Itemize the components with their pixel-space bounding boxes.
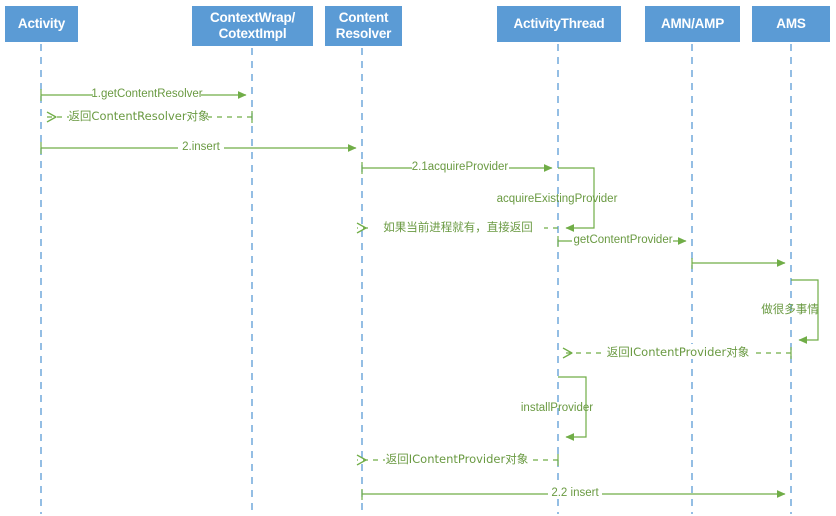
label-bg bbox=[385, 451, 530, 466]
self-loop-path bbox=[558, 167, 595, 232]
label-bg bbox=[69, 108, 208, 123]
message-label: 2.2 insert bbox=[551, 487, 599, 499]
label-bg bbox=[548, 485, 602, 499]
self-loop-path bbox=[558, 376, 587, 441]
message-label: 做很多事情 bbox=[761, 302, 819, 316]
message-label: 如果当前进程就有，直接返回 bbox=[383, 220, 533, 234]
message-do-many-things-self[interactable]: 做很多事情 bbox=[761, 279, 819, 344]
participant-contextwrap-label: ContextWrap/CotextImpl bbox=[209, 10, 296, 41]
message-acquire-provider[interactable]: 2.1acquireProvider bbox=[361, 159, 553, 174]
message-return-content-resolver[interactable]: 返回ContentResolver对象 bbox=[47, 108, 253, 123]
message-insert-2-2[interactable]: 2.2 insert bbox=[361, 485, 786, 500]
label-bg bbox=[372, 219, 544, 234]
message-label: 2.1acquireProvider bbox=[412, 161, 509, 173]
message-label: acquireExistingProvider bbox=[497, 193, 618, 205]
label-bg bbox=[572, 232, 673, 246]
label-bg bbox=[606, 344, 751, 359]
label-bg bbox=[178, 139, 224, 153]
message-amn-to-ams[interactable] bbox=[691, 258, 786, 269]
message-install-provider-self[interactable]: installProvider bbox=[521, 376, 593, 441]
label-bg bbox=[93, 86, 201, 100]
participant-amn-amp-label: AMN/AMP bbox=[660, 16, 725, 31]
participant-activity[interactable]: Activity bbox=[5, 6, 78, 42]
message-get-content-provider[interactable]: getContentProvider bbox=[557, 232, 687, 247]
participant-contextwrap[interactable]: ContextWrap/CotextImpl bbox=[192, 6, 313, 46]
message-return-icontentprovider-to-resolver[interactable]: 返回IContentProvider对象 bbox=[357, 451, 559, 466]
participant-activitythread[interactable]: ActivityThread bbox=[497, 6, 621, 42]
self-loop-path bbox=[791, 279, 819, 344]
message-return-if-in-current-process[interactable]: 如果当前进程就有，直接返回 bbox=[357, 219, 558, 234]
message-insert[interactable]: 2.insert bbox=[40, 139, 357, 154]
label-bg bbox=[412, 159, 509, 173]
participant-ams[interactable]: AMS bbox=[752, 6, 830, 42]
message-return-icontentprovider-to-thread[interactable]: 返回IContentProvider对象 bbox=[563, 344, 792, 359]
message-label: getContentProvider bbox=[573, 234, 672, 246]
message-label: installProvider bbox=[521, 402, 593, 414]
lifelines bbox=[40, 44, 792, 514]
message-label: 返回IContentProvider对象 bbox=[607, 345, 749, 359]
message-label: 2.insert bbox=[182, 141, 221, 153]
participant-activitythread-label: ActivityThread bbox=[513, 16, 605, 31]
message-get-content-resolver[interactable]: 1.getContentResolver bbox=[40, 86, 247, 101]
message-acquire-existing-provider-self[interactable]: acquireExistingProvider bbox=[497, 167, 618, 232]
message-label: 返回ContentResolver对象 bbox=[68, 109, 209, 123]
participant-amn-amp[interactable]: AMN/AMP bbox=[645, 6, 740, 42]
participant-ams-label: AMS bbox=[776, 16, 806, 31]
message-label: 1.getContentResolver bbox=[91, 88, 202, 100]
message-label: 返回IContentProvider对象 bbox=[386, 452, 528, 466]
participant-activity-label: Activity bbox=[17, 16, 66, 31]
